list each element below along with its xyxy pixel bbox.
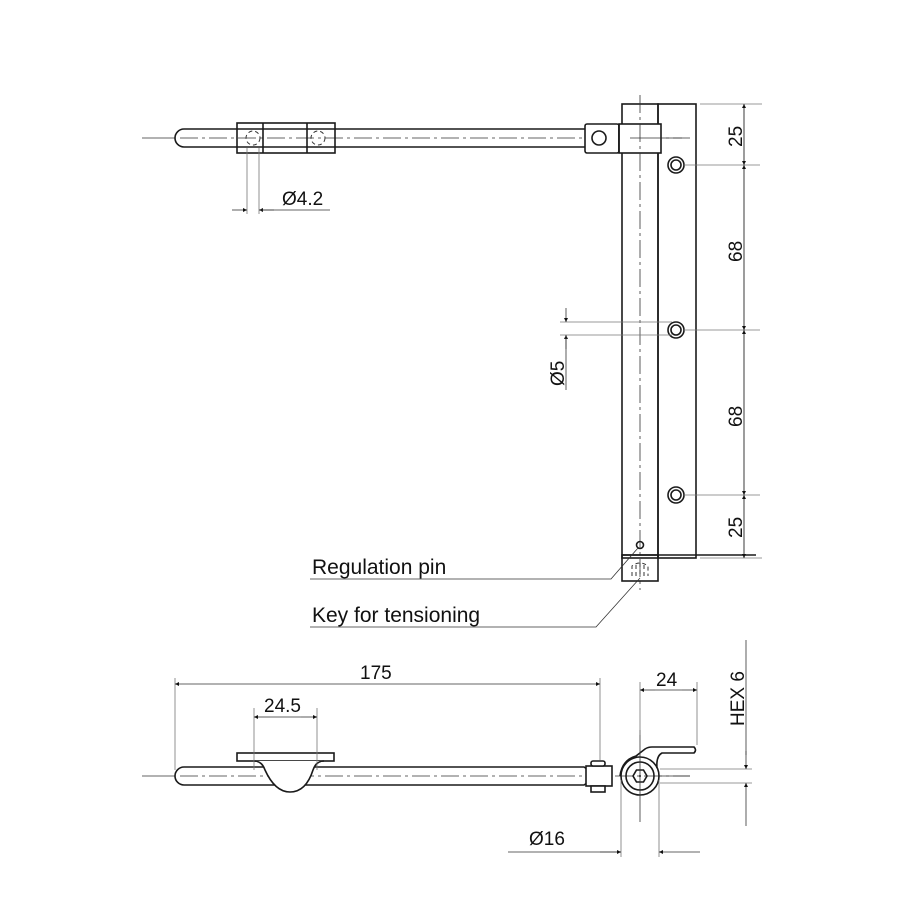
side-view: 175 24.5 24 HEX 6 Ø16 — [142, 640, 752, 857]
dim-bottom-offset: 25 — [726, 517, 747, 538]
hex-socket-icon — [632, 769, 648, 783]
tension-key — [631, 562, 649, 576]
hinge-body-right — [657, 103, 697, 559]
mounting-hole-1 — [667, 156, 685, 174]
side-arm-rod — [174, 766, 591, 786]
dim-hole-diameter: Ø4.2 — [282, 189, 323, 210]
top-view: Ø4.2 — [142, 95, 762, 590]
rod-eye — [584, 123, 620, 154]
dim-hole-spacing-1: 68 — [726, 241, 747, 262]
rod-bracket — [236, 122, 336, 154]
callout-key-for-tensioning: Key for tensioning — [312, 604, 480, 627]
dim-hole-spacing-2: 68 — [726, 406, 747, 427]
regulation-pin — [635, 540, 645, 550]
dim-hex-socket: HEX 6 — [728, 671, 749, 726]
hinge-knuckle — [619, 746, 697, 796]
dim-top-offset: 25 — [726, 126, 747, 147]
dim-arm-length: 175 — [360, 663, 392, 684]
mounting-hole-3 — [667, 486, 685, 504]
dim-knuckle-offset: 24 — [656, 670, 678, 691]
callout-regulation-pin: Regulation pin — [312, 556, 446, 579]
side-bracket — [236, 752, 335, 793]
dim-pin-diameter: Ø5 — [548, 361, 569, 386]
callouts: Regulation pin Key for tensioning — [310, 547, 641, 628]
dim-bracket-width: 24.5 — [264, 696, 301, 717]
arm-rod — [174, 128, 589, 148]
mounting-hole-2 — [667, 321, 685, 339]
dim-knuckle-diameter: Ø16 — [529, 829, 565, 850]
